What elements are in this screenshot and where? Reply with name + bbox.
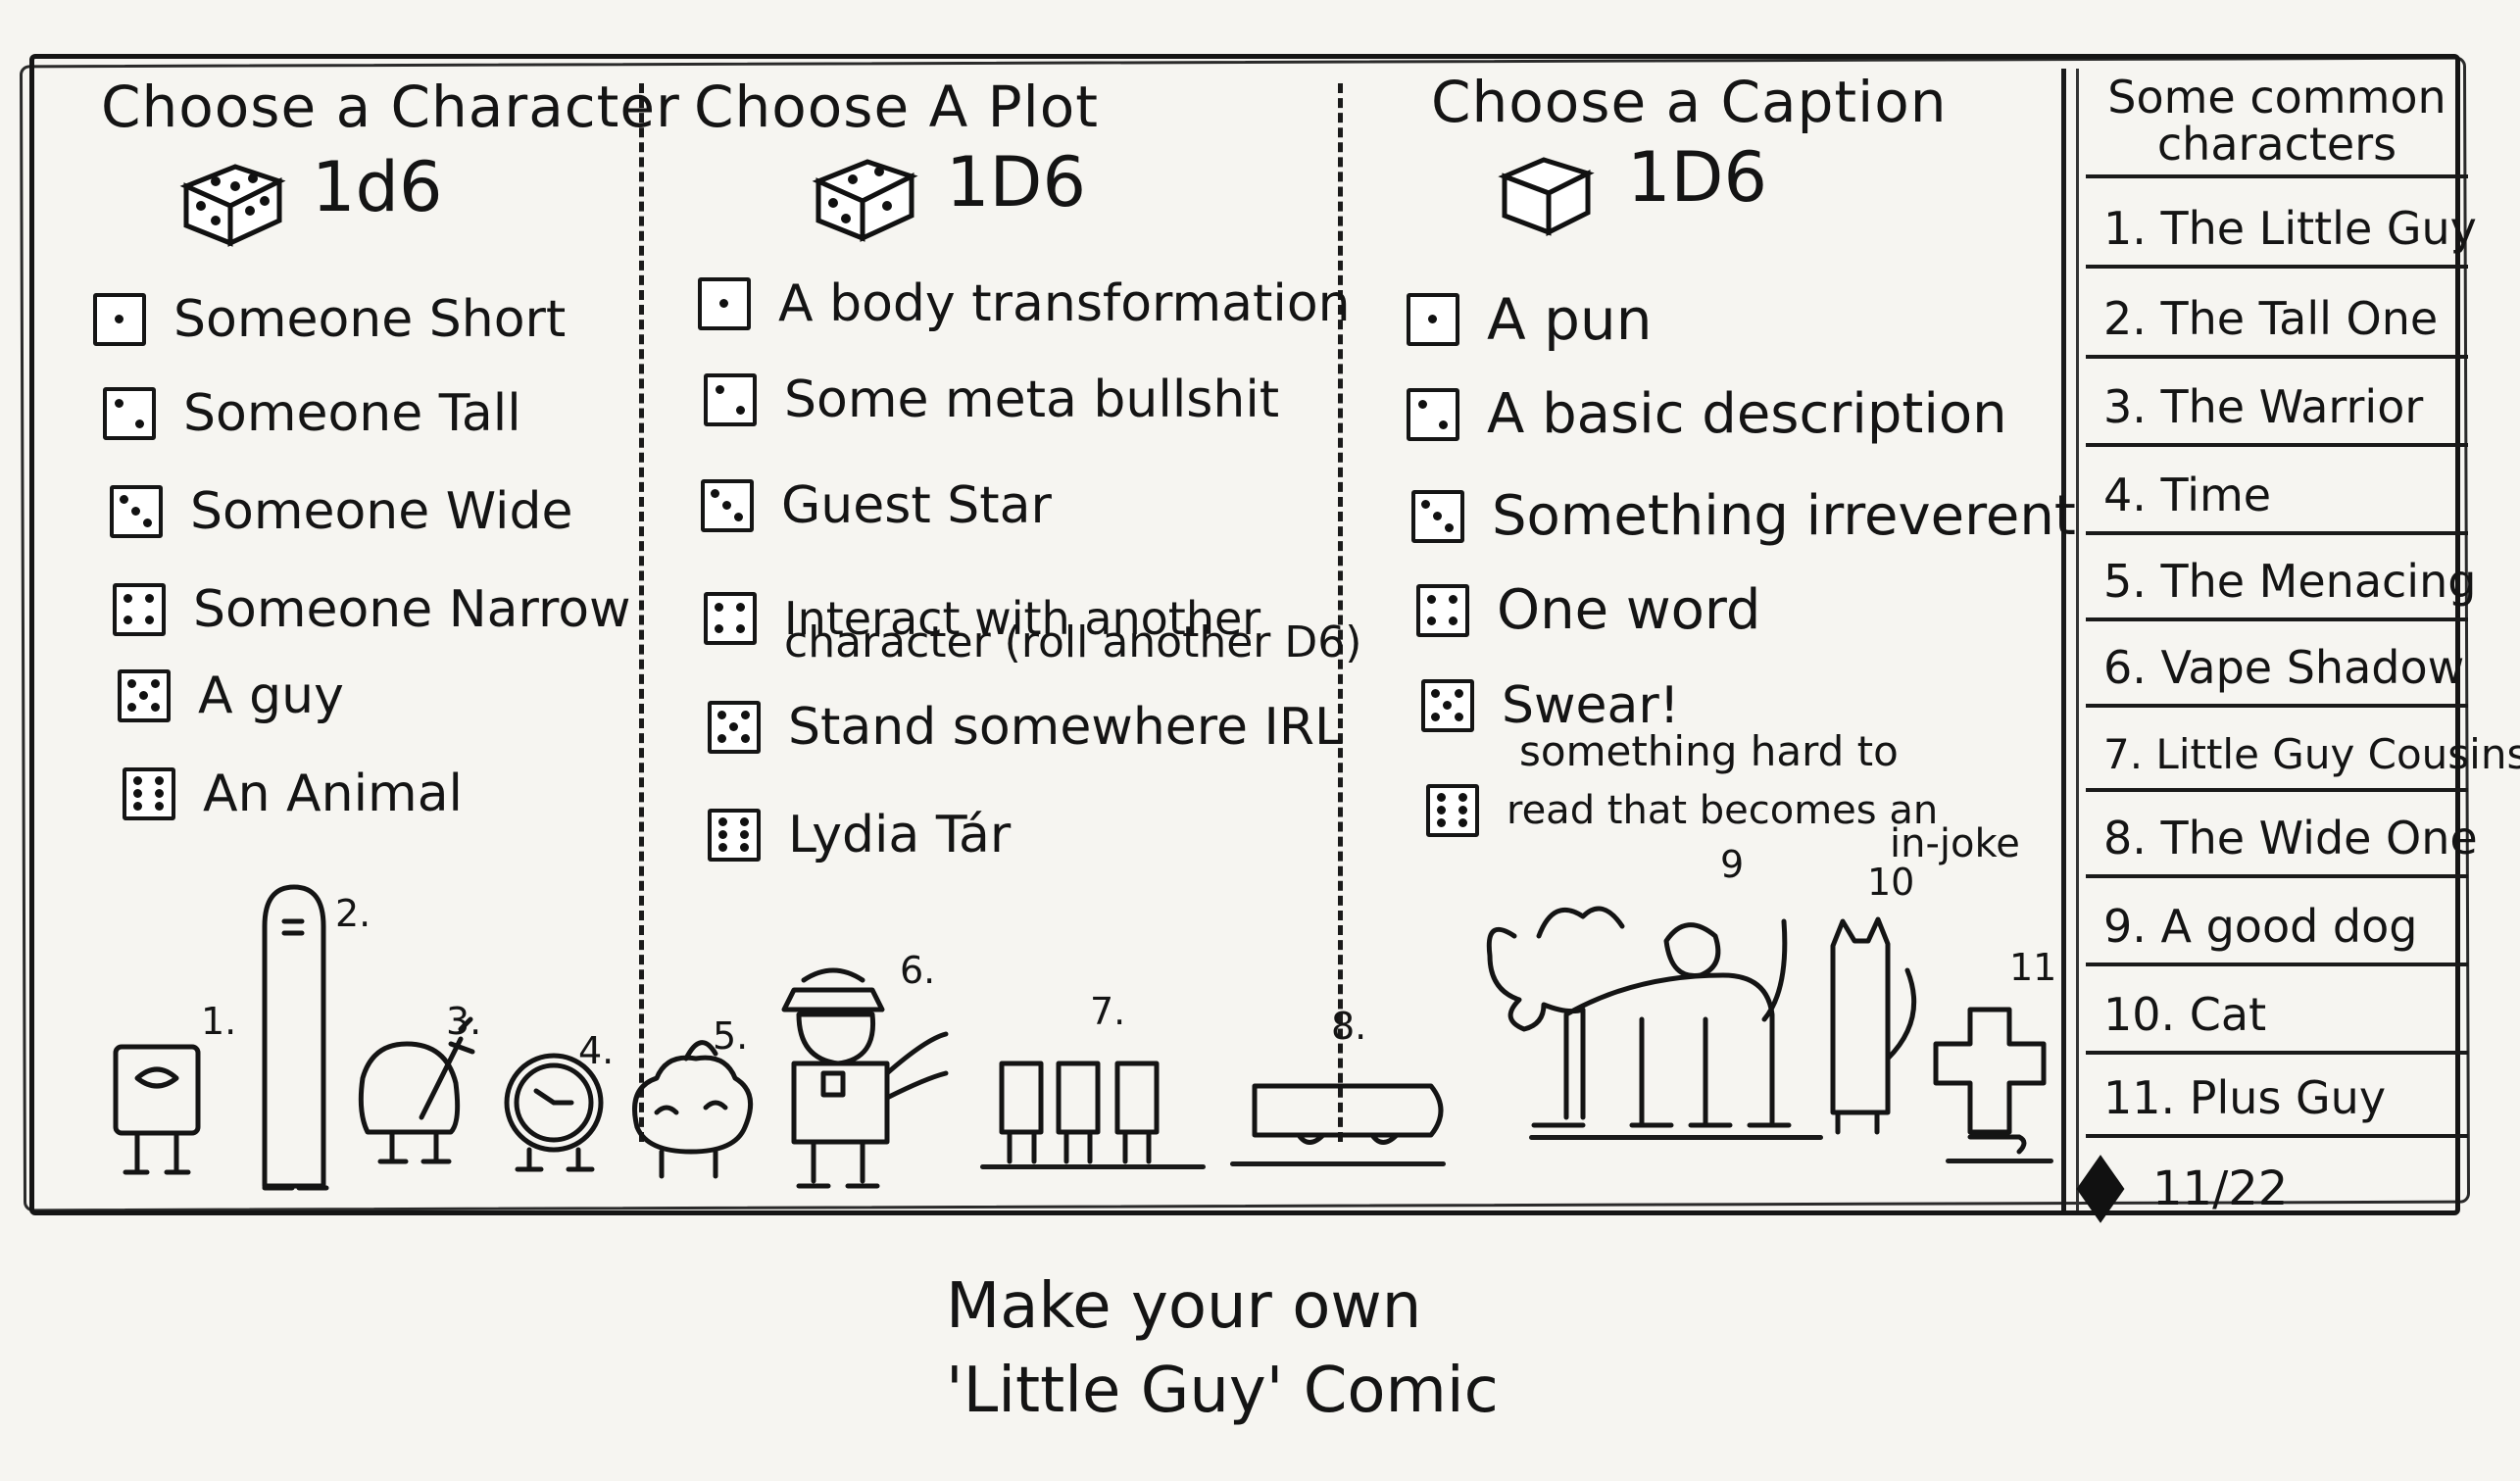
sidebar-item-tall-one: 2. The Tall One [2086,274,2468,359]
plot-heading: Choose A Plot [694,74,1099,140]
sidebar-item-menacing: 5. The Menacing [2086,537,2476,621]
die-face-6-icon [123,767,175,820]
figure-number-11: 11 [2009,946,2057,989]
plot-option-1: A body transformation [698,274,1351,333]
caption-option-5: Swear! [1421,676,1680,735]
sidebar-item-little-guy: 1. The Little Guy [2086,184,2477,269]
figure-number-7: 7. [1090,990,1126,1033]
warrior-body [358,1041,461,1135]
plot-option-2: Some meta bullshit [704,370,1279,429]
sidebar-item-wide-one: 8. The Wide One [2086,794,2478,878]
die-face-4-icon [113,583,166,636]
caption-option-1: A pun [1407,286,1652,353]
comic-frame [29,54,2460,1215]
figure-number-6: 6. [900,949,936,992]
little-guy-body [113,1044,201,1136]
caption-option-6-line3: in-joke [1890,821,2020,866]
die-face-3-icon [1411,489,1464,543]
figure-number-4: 4. [578,1029,615,1072]
cousin-2 [1056,1061,1101,1135]
sidebar-title-underline [2086,174,2468,178]
plot-die-label: 1D6 [946,142,1086,222]
die-face-1-icon [1407,293,1459,346]
sidebar-item-warrior: 3. The Warrior [2086,363,2468,447]
die-face-3-icon [701,479,754,532]
cousin-1 [999,1061,1044,1135]
character-heading: Choose a Character [101,74,680,140]
plot-option-6: Lydia Tár [708,806,1011,864]
plot-option-4-line2: character (roll another D6) [784,617,1362,667]
sidebar-title: Some common characters [2107,71,2446,171]
time-clock [504,1053,604,1153]
sidebar-item-cat: 10. Cat [2086,970,2468,1055]
ground-line-wide [1230,1161,1446,1166]
die-face-5-icon [118,669,171,722]
die-face-5-icon [1421,679,1474,732]
sidebar-border [2061,69,2066,1210]
dog-body [1486,918,1788,1128]
sidebar-item-plus-guy: 11. Plus Guy [2086,1054,2468,1138]
die-icon-caption [1498,157,1595,237]
ground-line-dog [1529,1135,1823,1140]
plot-option-3: Guest Star [701,476,1052,535]
figure-number-9: 9 [1720,843,1745,886]
menacing-blob [632,1055,754,1155]
caption-option-4: One word [1416,578,1760,642]
plot-option-5: Stand somewhere IRL [708,698,1343,757]
vape-hat [781,967,885,1012]
character-option-4: Someone Narrow [113,580,631,639]
die-icon-character [179,164,286,247]
die-face-2-icon [103,387,156,440]
figure-number-1: 1. [201,1000,237,1043]
plus-guy-body [1933,1007,2047,1135]
figure-number-3: 3. [446,1000,482,1043]
die-face-4-icon [1416,583,1469,637]
cousin-3 [1114,1061,1160,1135]
figure-number-2: 2. [335,892,371,935]
sidebar-footer: 11/22 [2076,1155,2288,1223]
die-face-4-icon [704,592,757,645]
ground-line-plus [1946,1159,2053,1163]
die-face-1-icon [698,277,751,330]
character-die-label: 1d6 [312,147,443,227]
die-face-1-icon [93,293,146,346]
caption-option-3: Something irreverent [1411,484,2076,548]
figure-number-5: 5. [713,1014,749,1058]
caption-option-6-line1: something hard to [1519,727,1899,775]
sidebar-item-time: 4. Time [2086,451,2468,535]
die-face-2-icon [704,373,757,426]
comic-caption: Make your own 'Little Guy' Comic [946,1270,1499,1427]
caption-option-2: A basic description [1407,382,2007,446]
character-option-3: Someone Wide [110,482,572,541]
die-face-6-icon [1426,784,1479,837]
character-option-1: Someone Short [93,290,566,349]
cat-body [1830,916,1891,1115]
die-face-6-icon [708,809,761,862]
ground-line-cousins [980,1164,1206,1169]
die-icon-plot [812,159,918,242]
sidebar-item-good-dog: 9. A good dog [2086,882,2468,966]
tall-one-body [262,884,326,1189]
character-option-5: A guy [118,666,344,725]
caption-die-label: 1D6 [1627,137,1767,218]
die-face-2-icon [1407,387,1459,441]
character-option-6: An Animal [123,765,463,823]
sidebar-item-little-guy-cousins: 7. Little Guy Cousins [2086,708,2520,792]
die-face-3-icon [110,485,163,538]
caption-option-6: read that becomes an [1426,784,1938,837]
figure-number-10: 10 [1867,861,1915,904]
sidebar-item-vape-shadow: 6. Vape Shadow [2086,623,2468,708]
plot-option-4: Interact with another [704,592,1260,645]
figure-number-8: 8. [1331,1005,1367,1048]
die-face-5-icon [708,701,761,754]
column-divider-2 [1338,83,1343,1142]
sidebar-border-inner [2076,69,2079,1210]
column-divider-1 [639,83,644,1142]
wide-one-body [1252,1083,1444,1138]
caption-heading: Choose a Caption [1431,69,1948,135]
character-option-2: Someone Tall [103,384,521,443]
